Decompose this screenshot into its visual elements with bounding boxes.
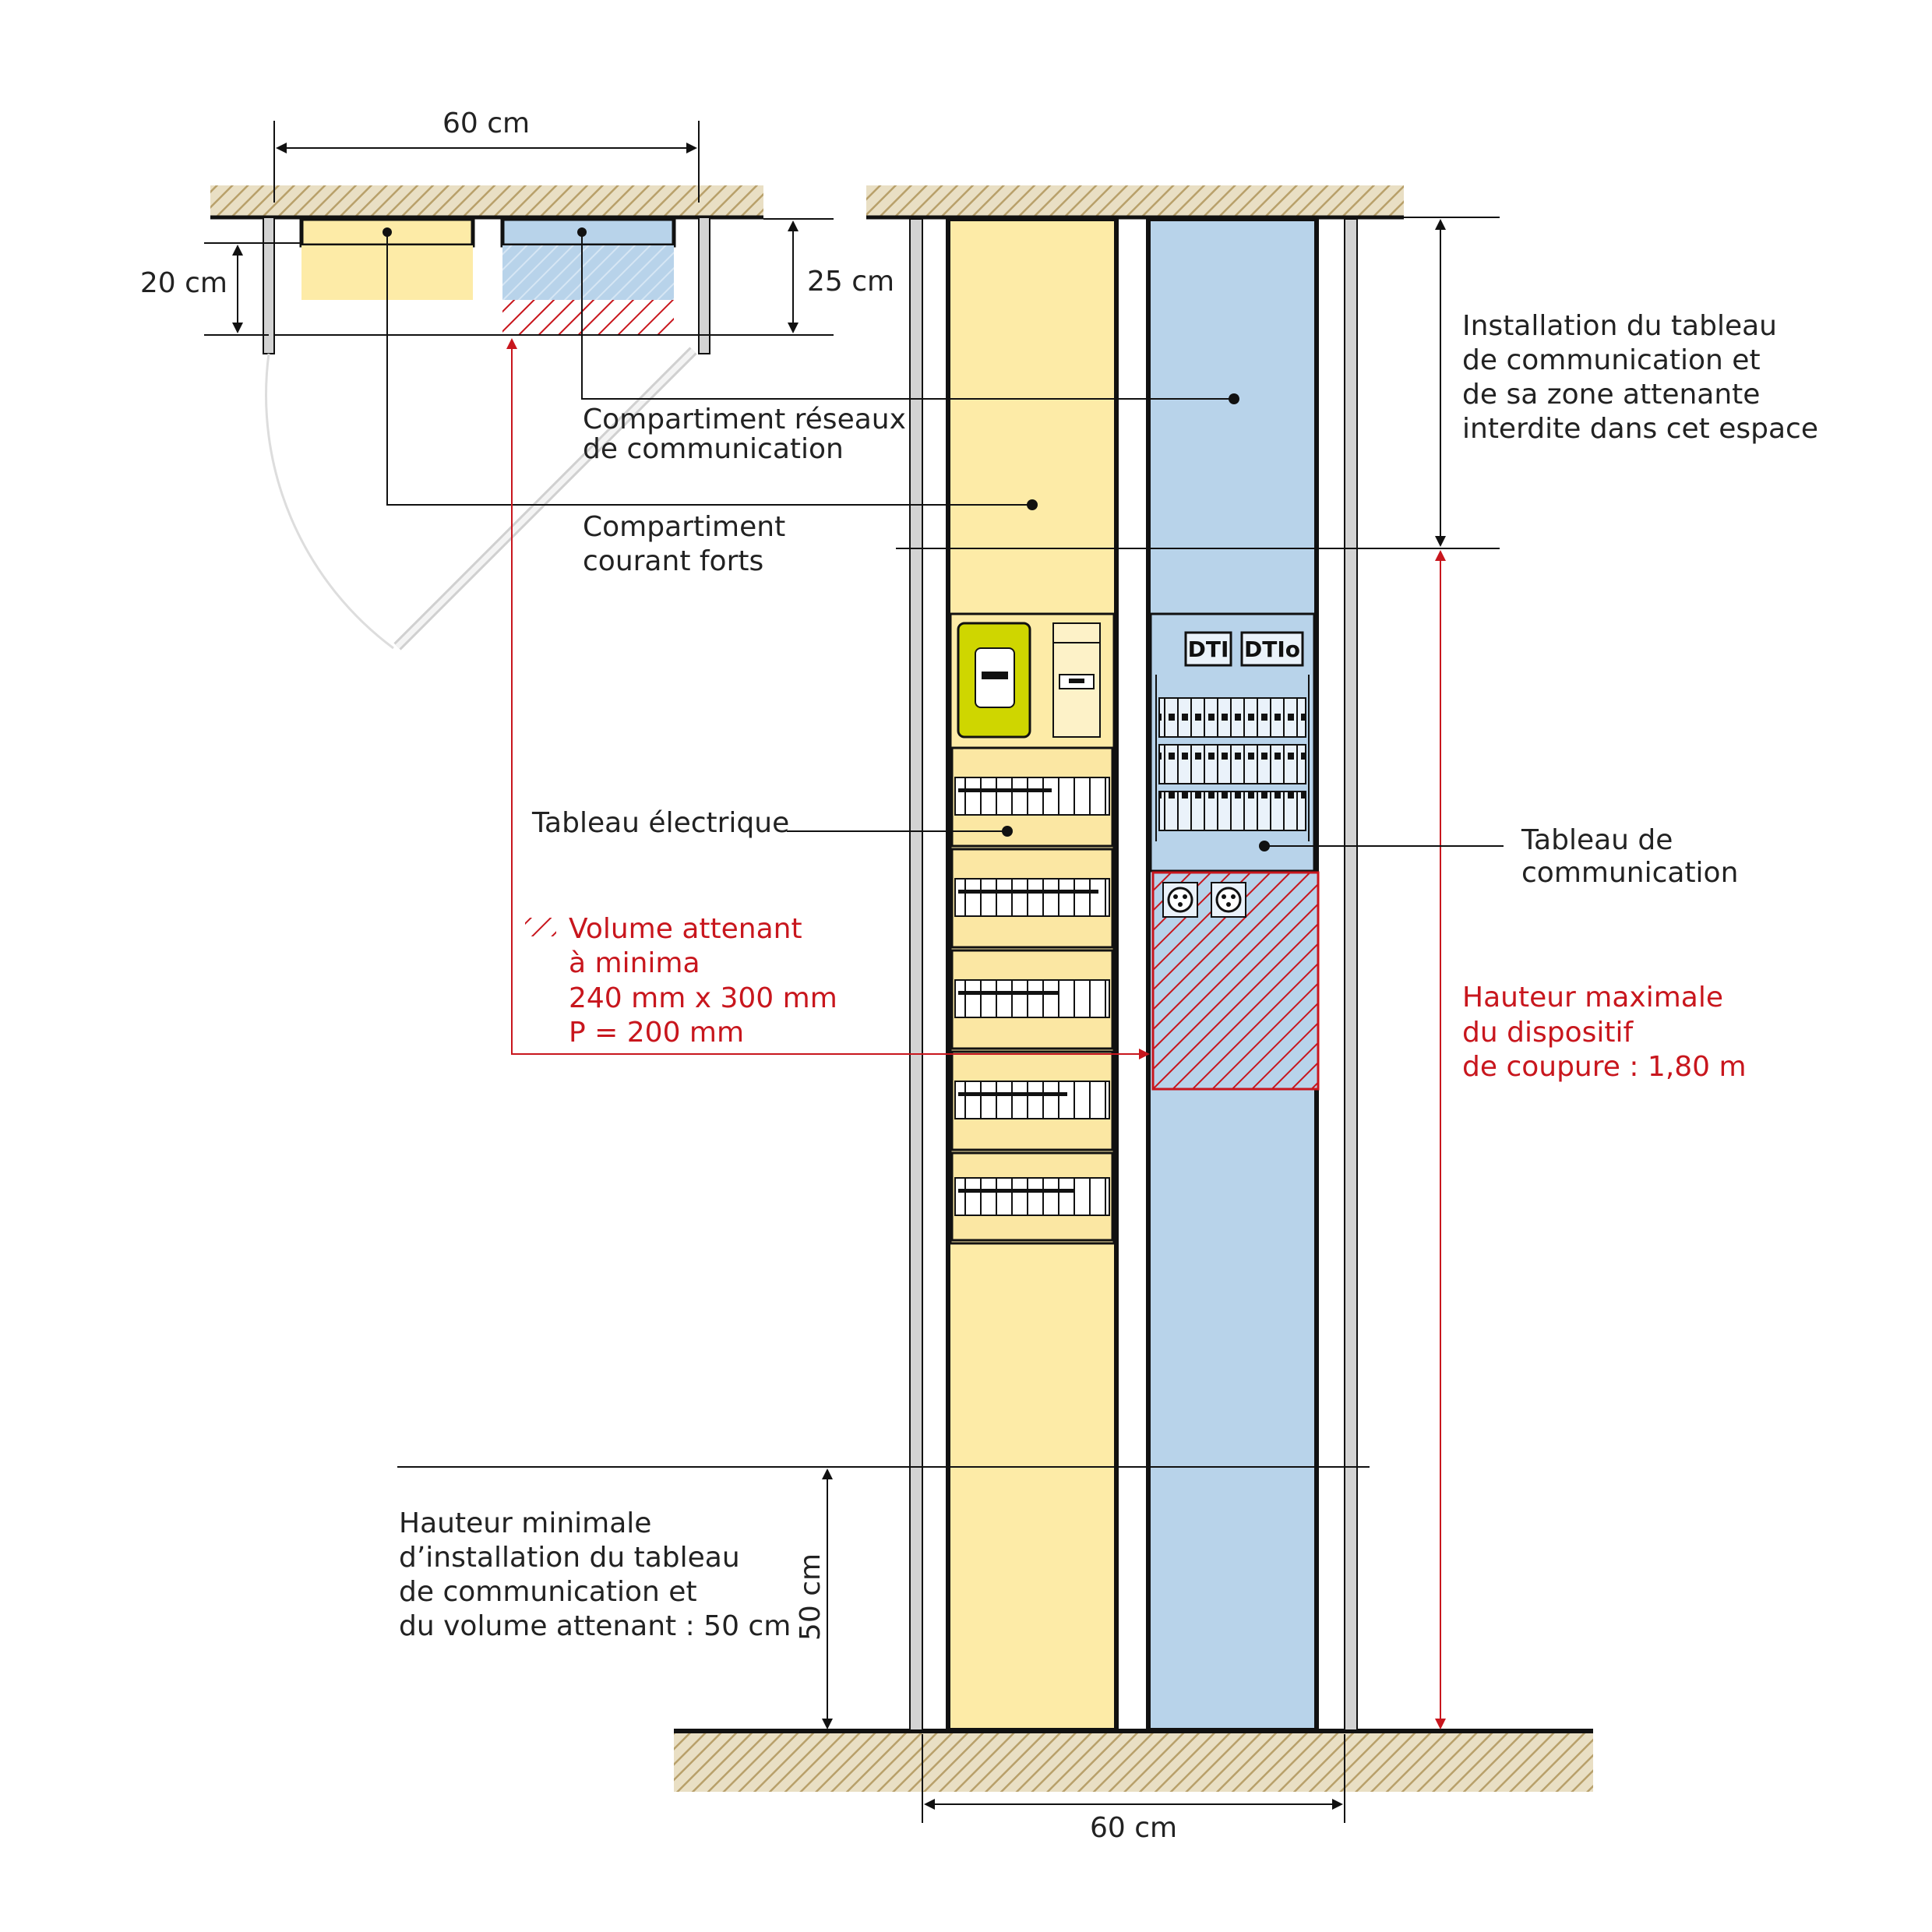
dti-box xyxy=(1184,631,1232,667)
tableau-comm-line1: Tableau de xyxy=(1521,824,1673,856)
volume-legend-swatch xyxy=(525,918,556,936)
floor-hatch xyxy=(674,1731,1593,1792)
annotations: Compartiment réseaux de communication Co… xyxy=(399,310,1818,1642)
leader-dot xyxy=(577,227,587,237)
comp-reseaux-line2: de communication xyxy=(583,433,844,465)
comp-forts-line2: courant forts xyxy=(583,545,763,577)
plan-view: 60 cm 20 cm 25 cm xyxy=(140,108,894,650)
ceiling-hatch-elevation xyxy=(866,185,1404,217)
breaker-rows xyxy=(950,746,1114,1242)
post-left-plan xyxy=(263,217,275,354)
leader-dot xyxy=(1027,499,1038,510)
volume-line1: Volume attenant xyxy=(569,913,802,945)
hauteur-min-line1: Hauteur minimale xyxy=(399,1507,651,1539)
elevation-view: DTI DTIo 50 cm xyxy=(397,185,1593,1844)
door-swing-arc xyxy=(265,353,394,650)
interdit-line1: Installation du tableau xyxy=(1462,310,1777,342)
outlet-pin xyxy=(1231,894,1236,899)
dtio-box xyxy=(1240,631,1304,667)
leader-dot xyxy=(1259,841,1270,851)
depth-comm-label: 25 cm xyxy=(807,266,894,298)
volume-attenant-plan xyxy=(502,300,674,335)
comm-compartment-plan xyxy=(500,217,676,248)
breaker-row xyxy=(950,1050,1114,1151)
tableau-communication: DTI DTIo xyxy=(1149,612,1316,873)
leader-comm-compartment xyxy=(581,232,1234,400)
leader-volume-attenant xyxy=(506,338,1150,1059)
post-right-plan xyxy=(698,217,710,354)
depth-strong-label: 20 cm xyxy=(140,267,227,299)
ceiling-hatch-plan xyxy=(210,185,763,217)
leader-dot xyxy=(1229,393,1239,404)
dtio-label: DTIo xyxy=(1244,636,1300,662)
meter-screen-bar xyxy=(982,672,1008,679)
breaker-row xyxy=(950,1151,1114,1242)
volume-line4: P = 200 mm xyxy=(569,1017,744,1049)
outlet-icon xyxy=(1215,887,1242,913)
min-height-dim-label: 50 cm xyxy=(795,1553,827,1641)
top-width-label: 60 cm xyxy=(442,108,530,139)
hauteur-min-line3: de communication et xyxy=(399,1576,697,1608)
comm-module-row xyxy=(1158,697,1306,738)
hauteur-max-line1: Hauteur maximale xyxy=(1462,982,1723,1014)
door-leaf-inner xyxy=(395,348,696,649)
outlet-pin xyxy=(1226,902,1231,907)
hauteur-min-line2: d’installation du tableau xyxy=(399,1542,740,1574)
interdit-line4: interdite dans cet espace xyxy=(1462,413,1818,445)
volume-line2: à minima xyxy=(569,947,700,979)
comp-forts-line1: Compartiment xyxy=(583,511,785,543)
tableau-electrique xyxy=(949,612,1116,1245)
tableau-elec-label: Tableau électrique xyxy=(531,807,789,839)
comm-depth-plan xyxy=(502,245,674,300)
leader-lines xyxy=(383,227,1504,1059)
volume-line3: 240 mm x 300 mm xyxy=(569,982,837,1014)
breaker-row xyxy=(950,949,1114,1050)
outlet-pin xyxy=(1222,894,1226,899)
hauteur-min-line4: du volume attenant : 50 cm xyxy=(399,1610,791,1642)
tableau-comm-line2: communication xyxy=(1521,857,1738,889)
outlet-pin xyxy=(1183,894,1187,899)
hauteur-max-line3: de coupure : 1,80 m xyxy=(1462,1051,1747,1083)
leader-dot xyxy=(1002,826,1013,837)
interdit-line2: de communication et xyxy=(1462,344,1761,376)
breaker-row xyxy=(950,848,1114,949)
post-left-elevation xyxy=(909,218,923,1731)
main-breaker-toggle xyxy=(1069,679,1084,683)
interdit-line3: de sa zone attenante xyxy=(1462,379,1760,411)
outlet-icon xyxy=(1167,887,1193,913)
hauteur-max-line2: du dispositif xyxy=(1462,1017,1634,1049)
bottom-width-label: 60 cm xyxy=(1090,1812,1177,1844)
comm-module-row xyxy=(1158,791,1306,831)
comp-reseaux-line1: Compartiment réseaux xyxy=(583,404,906,435)
leader-dot xyxy=(383,227,392,237)
outlet-pin xyxy=(1173,894,1178,899)
post-right-elevation xyxy=(1344,218,1358,1731)
comm-module-row xyxy=(1158,744,1306,784)
dti-label: DTI xyxy=(1188,636,1229,662)
outlet-pin xyxy=(1178,902,1183,907)
